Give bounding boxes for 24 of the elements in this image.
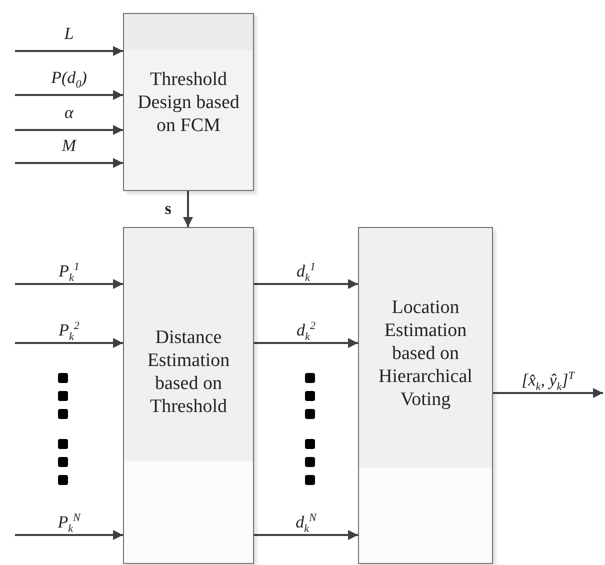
block-label: Distance Estimation based on Threshold	[146, 326, 231, 418]
arrow	[15, 90, 123, 100]
edge-label: α	[64, 103, 74, 123]
arrow	[15, 158, 123, 168]
edge-label: s	[164, 199, 172, 219]
edge-label: L	[64, 24, 74, 44]
arrow	[183, 191, 193, 227]
arrow	[254, 279, 358, 289]
arrow	[15, 279, 123, 289]
process-box	[123, 13, 254, 191]
block-label: Threshold Design based on FCM	[136, 68, 240, 136]
arrow	[15, 125, 123, 135]
process-box	[358, 227, 493, 564]
edge-label: P(d$_{0}$)	[51, 68, 87, 92]
arrow	[15, 530, 123, 540]
block-label: Location Estimation based on Hierarchical Voting	[378, 296, 474, 411]
edge-label: [x̂$_{k}$, ŷ$_{k}$]$^{T}$	[522, 369, 574, 396]
arrow	[15, 46, 123, 56]
edge-label: M	[62, 136, 76, 156]
arrow	[254, 338, 358, 348]
arrow	[254, 530, 358, 540]
arrow	[15, 338, 123, 348]
arrow	[493, 388, 603, 398]
process-box	[123, 227, 254, 564]
